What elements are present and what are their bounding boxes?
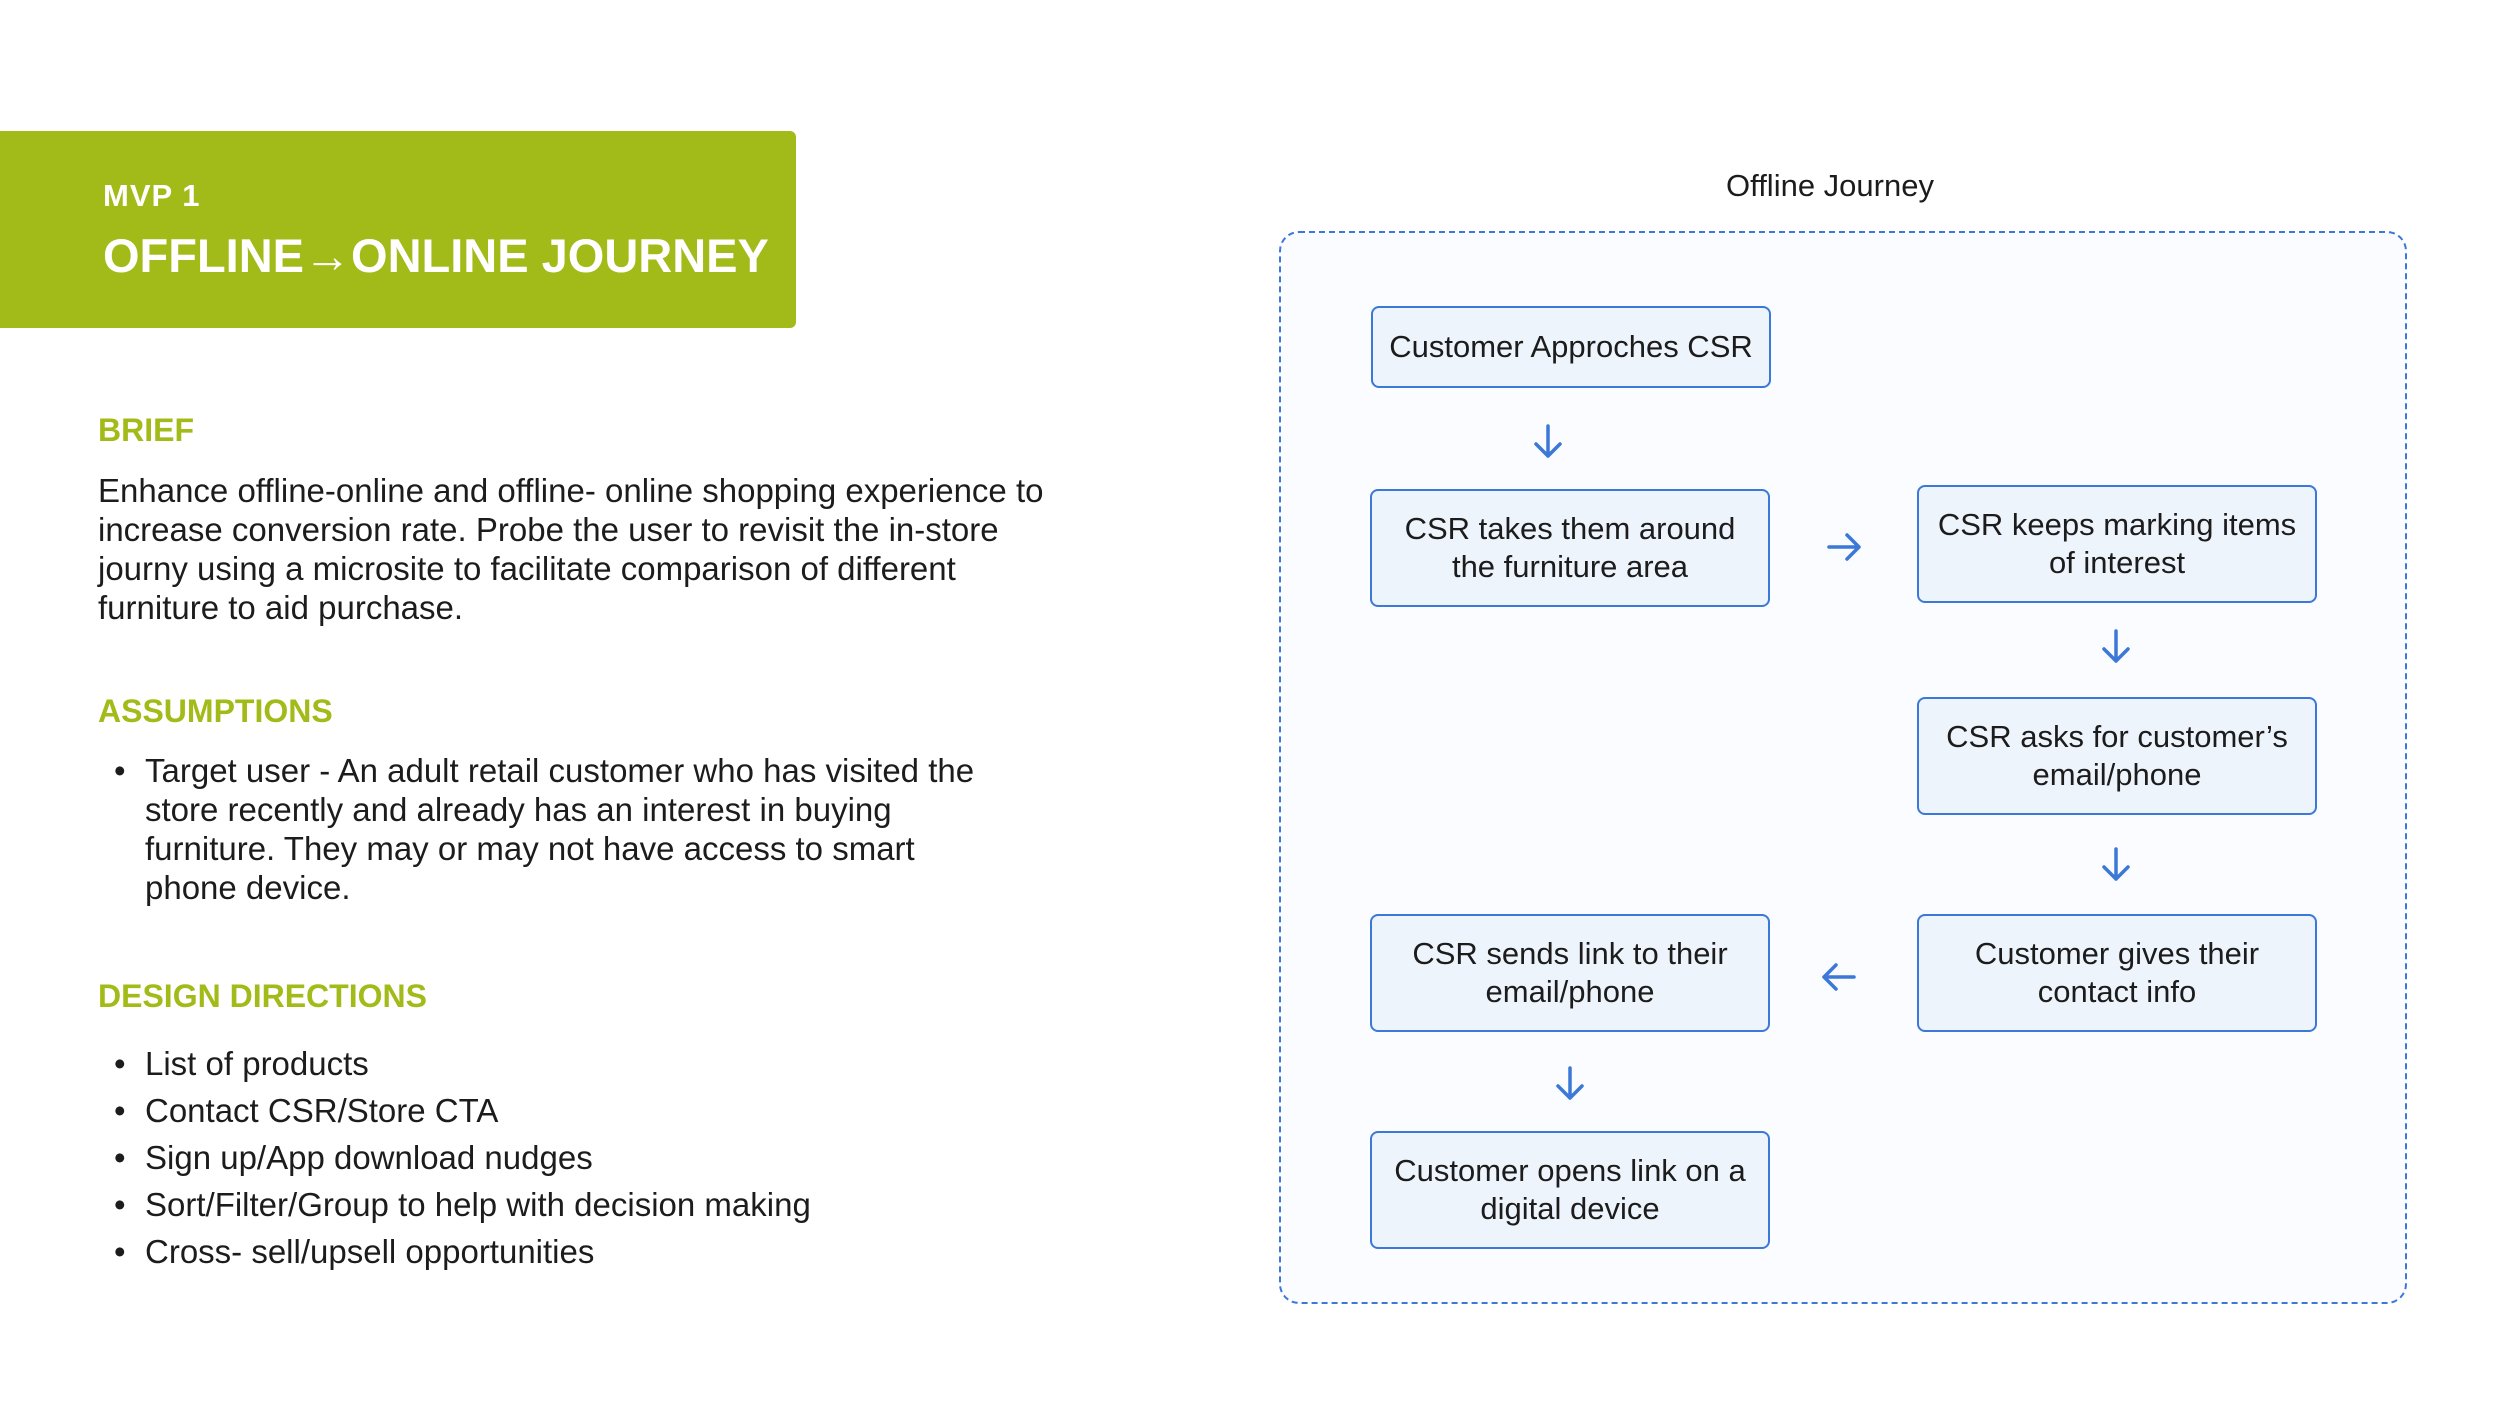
step-customer-opens-link: Customer opens link on a digital device	[1370, 1131, 1770, 1249]
direction-item: Sort/Filter/Group to help with decision …	[98, 1181, 811, 1228]
arrow-down-icon	[2102, 629, 2130, 663]
journey-title: Offline Journey	[1726, 168, 1934, 203]
step-customer-approaches: Customer Approches CSR	[1371, 306, 1771, 388]
title-banner	[0, 131, 796, 328]
banner-kicker: MVP 1	[103, 178, 201, 213]
arrow-down-icon	[2102, 847, 2130, 881]
step-csr-takes-around: CSR takes them around the furniture area	[1370, 489, 1770, 607]
direction-item: List of products	[98, 1040, 811, 1087]
step-csr-marks-items: CSR keeps marking items of interest	[1917, 485, 2317, 603]
assumptions-list: Target user - An adult retail customer w…	[98, 751, 998, 907]
direction-item: Contact CSR/Store CTA	[98, 1087, 811, 1134]
assumption-item: Target user - An adult retail customer w…	[98, 751, 998, 907]
step-customer-gives-contact: Customer gives their contact info	[1917, 914, 2317, 1032]
banner-title: OFFLINE→ONLINE JOURNEY	[103, 229, 769, 282]
design-directions-list: List of products Contact CSR/Store CTA S…	[98, 1040, 811, 1275]
arrow-down-icon	[1534, 424, 1562, 458]
arrow-down-icon	[1556, 1066, 1584, 1100]
step-csr-sends-link: CSR sends link to their email/phone	[1370, 914, 1770, 1032]
direction-item: Sign up/App download nudges	[98, 1134, 811, 1181]
direction-item: Cross- sell/upsell opportunities	[98, 1228, 811, 1275]
step-csr-asks-contact: CSR asks for customer’s email/phone	[1917, 697, 2317, 815]
arrow-right-icon	[1827, 533, 1861, 561]
design-directions-heading: DESIGN DIRECTIONS	[98, 978, 427, 1014]
brief-text: Enhance offline-online and offline- onli…	[98, 472, 1044, 626]
arrow-left-icon	[1822, 963, 1856, 991]
brief-heading: BRIEF	[98, 412, 194, 448]
assumptions-heading: ASSUMPTIONS	[98, 693, 333, 729]
